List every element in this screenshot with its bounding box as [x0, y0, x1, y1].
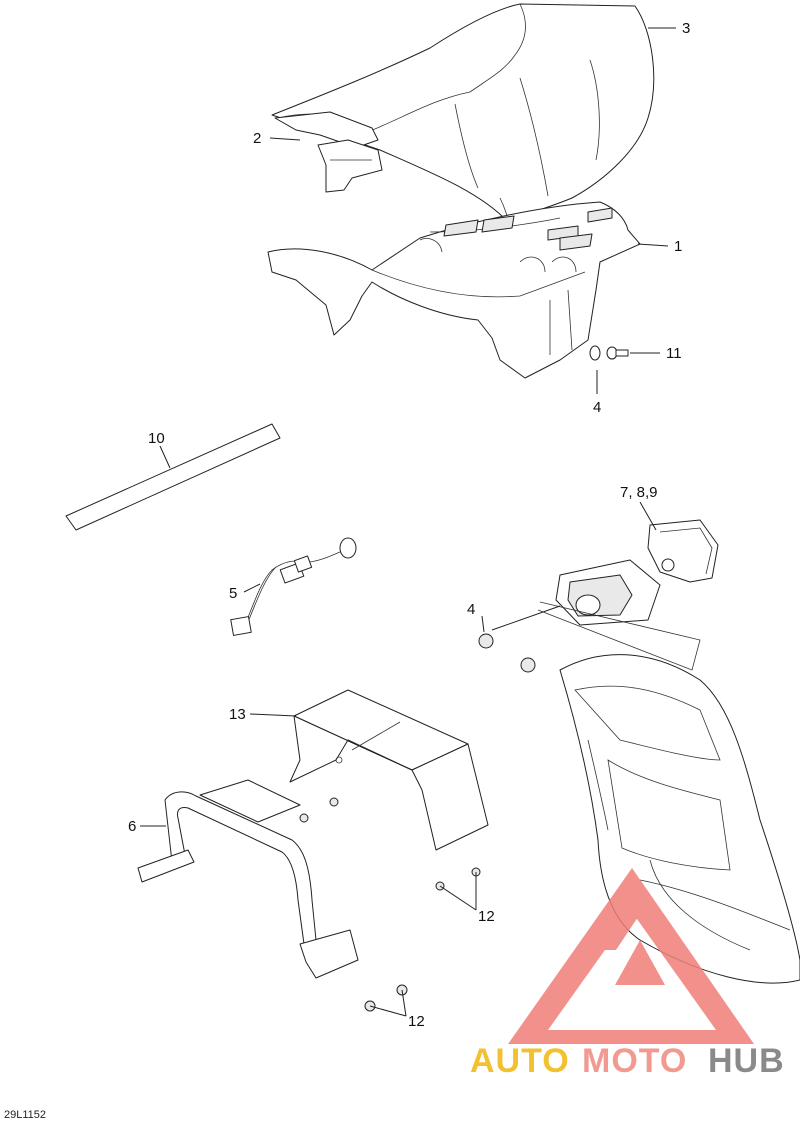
callout-10: 10 [148, 430, 165, 447]
watermark-auto: AUTO [470, 1042, 570, 1080]
drawing-code: 29L1152 [4, 1109, 46, 1121]
watermark-text: AUTO MOTO HUB [470, 1042, 785, 1080]
tail-light-assembly [537, 519, 719, 671]
callout-12-lower: 12 [408, 1013, 425, 1030]
seat-part [271, 3, 655, 223]
callout-5: 5 [229, 585, 237, 602]
decal-strip-part [65, 423, 281, 531]
callout-2: 2 [253, 130, 261, 147]
callout-4-mid: 4 [467, 601, 475, 618]
leader-lines [140, 27, 676, 1017]
washer-and-screw [589, 345, 629, 361]
callout-labels: 3 2 1 11 4 10 7, 8,9 5 4 13 6 12 12 [128, 20, 690, 1030]
callout-1: 1 [674, 238, 682, 255]
wiring-harness-part [230, 537, 357, 636]
callout-12-upper: 12 [478, 908, 495, 925]
grab-handle-part [137, 779, 359, 979]
luggage-cover-part [289, 689, 489, 851]
seat-latch-bracket [274, 111, 383, 193]
watermark-hub: HUB [708, 1042, 785, 1080]
watermark-moto: MOTO [582, 1042, 687, 1080]
watermark-logo [508, 868, 754, 1044]
callout-7-8-9: 7, 8,9 [620, 484, 658, 501]
nuts [478, 633, 536, 673]
rear-support-part [267, 201, 641, 379]
callout-4-top: 4 [593, 399, 601, 416]
callout-13: 13 [229, 706, 246, 723]
callout-11: 11 [666, 345, 682, 362]
callout-6: 6 [128, 818, 136, 835]
callout-3: 3 [682, 20, 690, 37]
